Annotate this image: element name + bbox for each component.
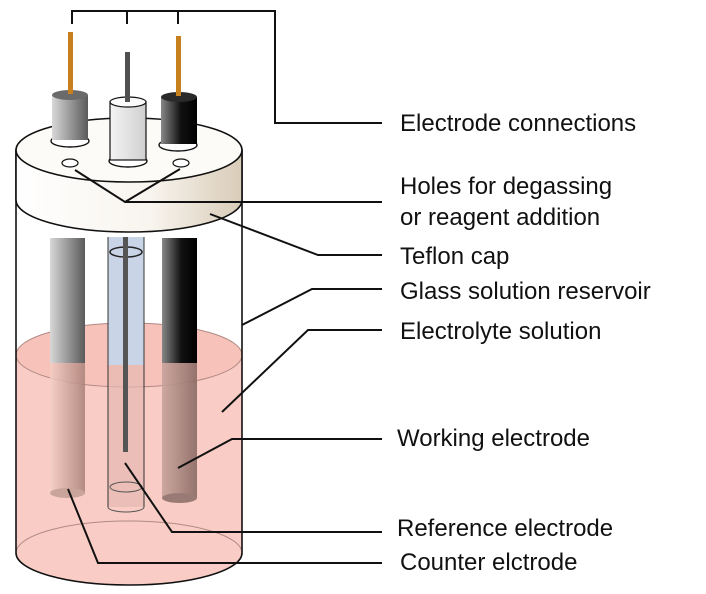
label-glass-reservoir: Glass solution reservoir: [400, 278, 651, 305]
label-holes-line1: Holes for degassing: [400, 173, 612, 200]
label-teflon-cap: Teflon cap: [400, 243, 509, 270]
leader-electrolyte: [221, 329, 382, 413]
counter-lead-wire: [68, 32, 73, 94]
working-lead-wire: [176, 36, 181, 96]
degassing-hole-left: [61, 158, 79, 168]
working-electrode-rod: [162, 238, 197, 503]
leader-counter-electrode: [67, 488, 382, 564]
leader-glass-reservoir: [241, 288, 382, 326]
label-electrode-connections: Electrode connections: [400, 110, 636, 137]
glass-reservoir: [15, 150, 243, 586]
degassing-hole-right: [172, 158, 190, 168]
leader-working-electrode: [177, 438, 382, 469]
electrode-connections-bus: [71, 10, 382, 124]
reference-lead-wire: [125, 52, 130, 102]
leader-teflon-cap: [209, 213, 382, 256]
reference-electrode-top: [108, 96, 148, 168]
label-reference-electrode: Reference electrode: [397, 515, 613, 542]
counter-electrode-rod: [50, 238, 85, 498]
label-working-electrode: Working electrode: [397, 425, 590, 452]
label-electrolyte-solution: Electrolyte solution: [400, 318, 601, 345]
reference-electrode-tube: [107, 237, 145, 513]
label-holes-line2: or reagent addition: [400, 204, 600, 231]
leader-reference-electrode: [124, 462, 382, 533]
working-electrode-top: [158, 92, 198, 152]
leader-holes: [74, 168, 382, 204]
counter-electrode-top: [50, 90, 90, 148]
label-counter-electrode: Counter elctrode: [400, 549, 577, 576]
